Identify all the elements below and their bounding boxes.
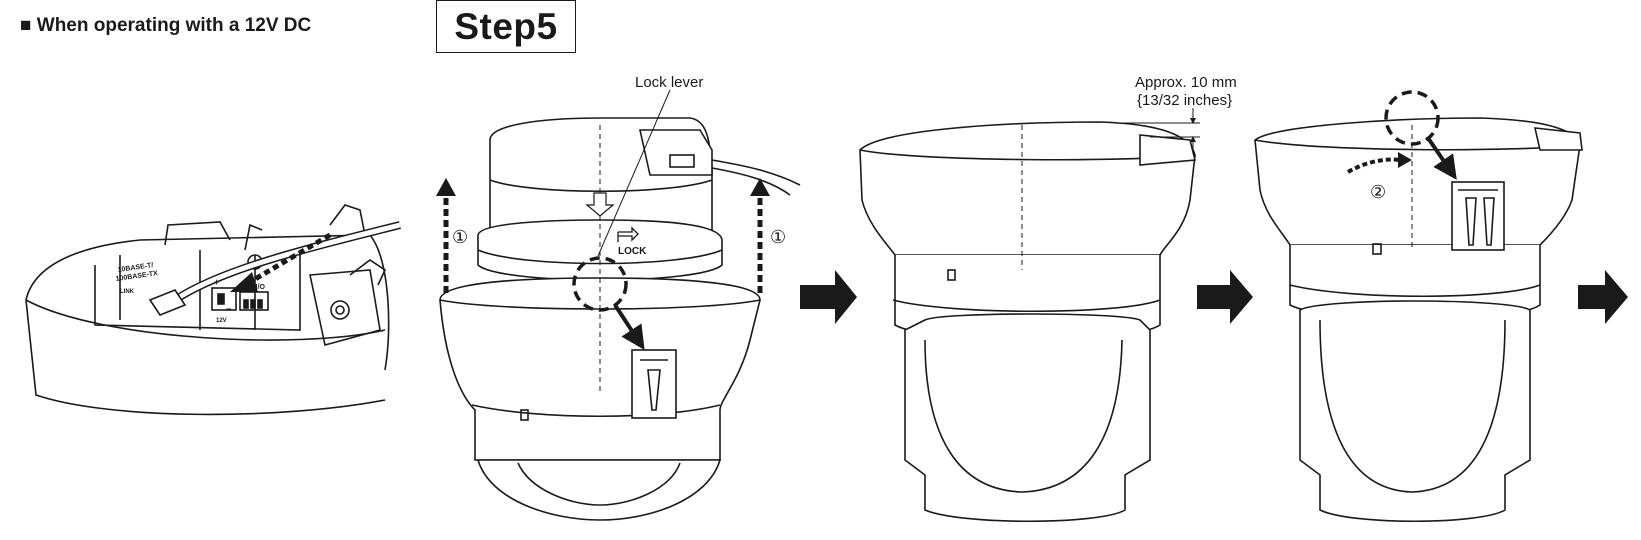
connector-panel-figure: [25, 204, 401, 416]
fig2-left-up-arrowhead: [436, 178, 456, 196]
label-ethernet-1: 10BASE-T/: [117, 262, 153, 274]
camera-mid-figure: [859, 121, 1197, 522]
camera-unlocked-figure: [439, 117, 801, 521]
lock-direction-icon: [617, 226, 639, 242]
rotation-arrowhead: [1398, 152, 1412, 168]
next-arrow-3: [1578, 270, 1628, 324]
lock-lever-label: Lock lever: [635, 74, 703, 91]
fig2-detail-arrow: [613, 303, 645, 351]
rotation-dashed-arrow: [1346, 157, 1401, 174]
fig2-right-up-arrowhead: [750, 178, 770, 196]
section-heading: ■ When operating with a 12V DC: [20, 15, 312, 36]
lock-lever-leader: [597, 89, 671, 257]
approx-label-line2: {13/32 inches}: [1137, 92, 1232, 109]
fig4-detail-circle: [1384, 90, 1440, 146]
step-title: Step5: [436, 0, 576, 53]
down-outline-arrow: [585, 192, 615, 217]
label-minus: −: [226, 304, 231, 314]
circled-two: ②: [1370, 182, 1386, 202]
fig2-detail-circle: [572, 256, 628, 312]
circled-one-right: ①: [770, 227, 786, 247]
next-arrow-2: [1197, 270, 1253, 324]
label-ext-io: EXT I/O: [240, 284, 265, 291]
approx-label-line1: Approx. 10 mm: [1135, 74, 1237, 91]
camera-locking-figure: [1254, 117, 1583, 523]
label-12v: 12V: [216, 318, 227, 324]
next-arrow-1: [800, 270, 857, 324]
lock-label: LOCK: [618, 246, 647, 257]
fig1-dashed-arrow: [248, 232, 332, 285]
label-plus: +: [214, 277, 219, 287]
label-link: LINK: [120, 289, 135, 295]
fig1-arrowhead: [230, 272, 258, 292]
circled-one-left: ①: [452, 227, 468, 247]
fig4-detail-arrow: [1426, 136, 1457, 180]
